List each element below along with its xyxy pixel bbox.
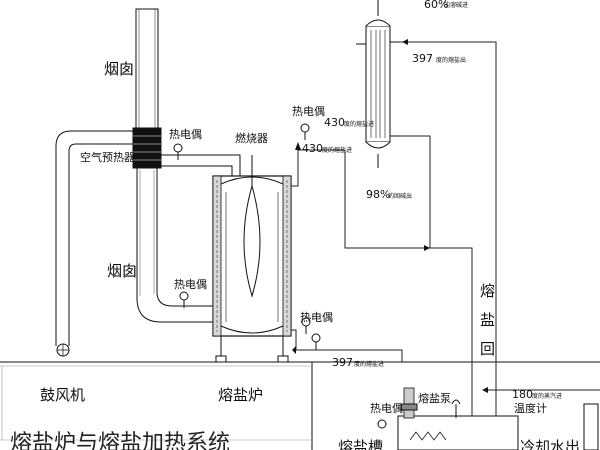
air-duct [55, 130, 133, 357]
label-thermocouple-3: 热电偶 [174, 278, 207, 291]
reading-98-pct: 98% [366, 188, 390, 201]
reading-430-upper-note: 度的熔盐进 [344, 120, 374, 128]
reading-top-pct-note: 的溶碱进 [444, 1, 468, 9]
gauge-icon [377, 419, 387, 429]
label-title-partial: 熔盐炉与熔盐加热系统 [10, 431, 230, 450]
gauge-icon [179, 291, 189, 308]
label-thermometer: 温度计 [514, 401, 547, 415]
label-thermocouple-4: 热电偶 [300, 311, 333, 324]
reading-397-top: 397 [412, 52, 433, 65]
ground-base [0, 361, 600, 450]
thermocouple-gauges [173, 123, 387, 429]
reading-430-lower-note: 度的熔盐进 [322, 146, 352, 154]
reading-430-lower: 430 [302, 142, 323, 155]
gauge-icon [300, 123, 310, 140]
label-air-preheater: 空气预热器 [80, 150, 135, 164]
reading-top-pct: 60% [424, 0, 448, 11]
evaporator-column [356, 0, 400, 168]
label-salt-return-1: 熔 [480, 282, 495, 300]
label-salt-return-3: 回 [480, 340, 495, 358]
reading-180-note: 度的蒸汽进 [532, 392, 562, 400]
reading-430-upper: 430 [324, 116, 345, 129]
salt-return-line [344, 39, 497, 418]
label-salt-tank-partial: 熔盐槽 [338, 438, 383, 450]
label-thermocouple-2: 热电偶 [292, 105, 325, 118]
label-blower: 鼓风机 [40, 386, 85, 404]
label-flue-top: 烟囱 [104, 60, 134, 78]
gauge-icon [311, 333, 321, 350]
flue-lower [136, 168, 213, 323]
label-flue-bottom: 烟囱 [107, 262, 137, 280]
label-salt-pump: 熔盐泵 [418, 391, 451, 405]
label-burner: 燃烧器 [235, 131, 268, 145]
label-thermocouple-5: 热电偶 [370, 402, 403, 415]
label-salt-return-2: 盐 [480, 311, 495, 329]
hot-air-pipe [161, 154, 253, 176]
label-cold-water-partial: 冷却水出 [520, 438, 580, 450]
gauge-icon [173, 143, 183, 160]
reading-98-pct-note: 的固碱出 [388, 192, 412, 200]
reading-397-bottom: 397 [332, 356, 353, 369]
reading-180: 180 [512, 388, 533, 401]
flue-stack [135, 8, 159, 130]
reading-397-bottom-note: 度的熔盐进 [354, 360, 384, 368]
gauge-icon [301, 317, 311, 334]
salt-tank [397, 387, 600, 450]
reading-397-top-note: 度的熔盐出 [436, 56, 466, 64]
salt-lines [291, 142, 403, 362]
salt-furnace-body [212, 175, 292, 363]
label-thermocouple-1: 热电偶 [169, 128, 202, 141]
label-salt-furnace: 熔盐炉 [218, 386, 263, 404]
air-preheater [132, 127, 162, 169]
